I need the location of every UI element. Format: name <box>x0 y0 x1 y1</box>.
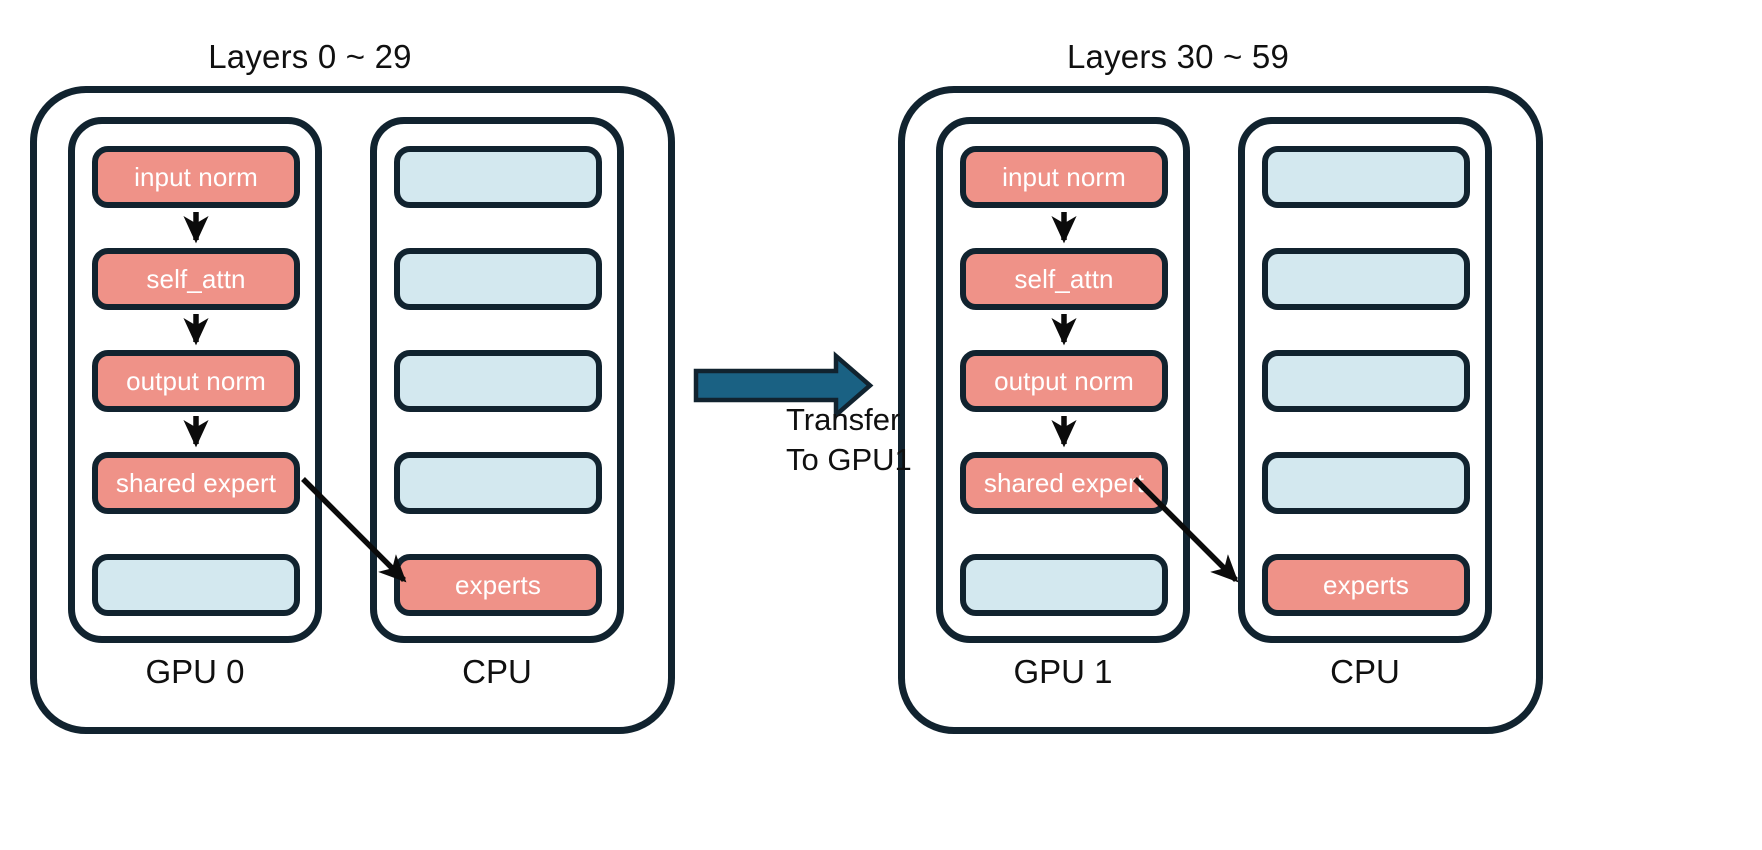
lane-label-cpu1: CPU <box>1330 653 1400 690</box>
block-placeholder-gpu1-5[interactable] <box>960 554 1168 616</box>
lane-label-gpu0: GPU 0 <box>145 653 245 690</box>
block-input-norm-gpu0[interactable]: input norm <box>92 146 300 208</box>
block-placeholder-cpu1-2[interactable] <box>1262 248 1470 310</box>
lane-label-cpu0: CPU <box>462 653 532 690</box>
block-placeholder-cpu0-4[interactable] <box>394 452 602 514</box>
block-placeholder-cpu1-4[interactable] <box>1262 452 1470 514</box>
lane-cpu1: experts <box>1238 117 1492 643</box>
transfer-label: Transfer To GPU1 <box>786 400 912 480</box>
block-placeholder-cpu0-2[interactable] <box>394 248 602 310</box>
device-group-right: input norm self_attn output norm shared … <box>898 86 1543 734</box>
block-placeholder-cpu1-3[interactable] <box>1262 350 1470 412</box>
block-output-norm-gpu0[interactable]: output norm <box>92 350 300 412</box>
block-output-norm-gpu1[interactable]: output norm <box>960 350 1168 412</box>
block-self-attn-gpu1[interactable]: self_attn <box>960 248 1168 310</box>
transfer-label-line2: To GPU1 <box>786 442 912 477</box>
block-shared-expert-gpu1[interactable]: shared expert <box>960 452 1168 514</box>
lane-label-gpu1: GPU 1 <box>1013 653 1113 690</box>
block-placeholder-cpu0-1[interactable] <box>394 146 602 208</box>
block-placeholder-gpu0-5[interactable] <box>92 554 300 616</box>
transfer-label-line1: Transfer <box>786 402 901 437</box>
block-placeholder-cpu1-1[interactable] <box>1262 146 1470 208</box>
lane-cpu0: experts <box>370 117 624 643</box>
group-title-right: Layers 30 ~ 59 <box>1066 38 1290 75</box>
block-self-attn-gpu0[interactable]: self_attn <box>92 248 300 310</box>
group-title-left: Layers 0 ~ 29 <box>208 38 412 75</box>
block-shared-expert-gpu0[interactable]: shared expert <box>92 452 300 514</box>
block-placeholder-cpu0-3[interactable] <box>394 350 602 412</box>
block-input-norm-gpu1[interactable]: input norm <box>960 146 1168 208</box>
block-experts-cpu0[interactable]: experts <box>394 554 602 616</box>
device-group-left: input norm self_attn output norm shared … <box>30 86 675 734</box>
block-experts-cpu1[interactable]: experts <box>1262 554 1470 616</box>
lane-gpu0: input norm self_attn output norm shared … <box>68 117 322 643</box>
lane-gpu1: input norm self_attn output norm shared … <box>936 117 1190 643</box>
